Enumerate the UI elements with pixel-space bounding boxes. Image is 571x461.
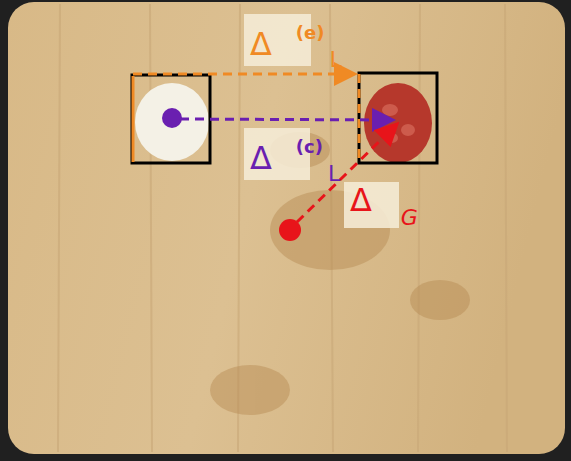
delta-symbol: Δ [250,139,272,177]
cheese [135,83,209,161]
superscript: (c) [296,136,323,157]
delta-symbol: Δ [250,25,272,63]
tomato [364,83,432,163]
wood-grain [58,4,507,452]
center-offset-arrow [180,119,390,120]
edge-offset-label: Δ(e)L [244,14,311,66]
center-dot [162,108,182,128]
subscript: L [328,161,340,186]
subscript: G [401,205,418,230]
board [8,2,565,454]
superscript: (e) [296,22,325,43]
global-offset-label: ΔG [344,182,399,228]
subscript: L [329,47,341,72]
box-right [359,73,437,163]
delta-symbol: Δ [350,181,372,219]
center-offset-label: Δ(c)L [244,128,310,180]
